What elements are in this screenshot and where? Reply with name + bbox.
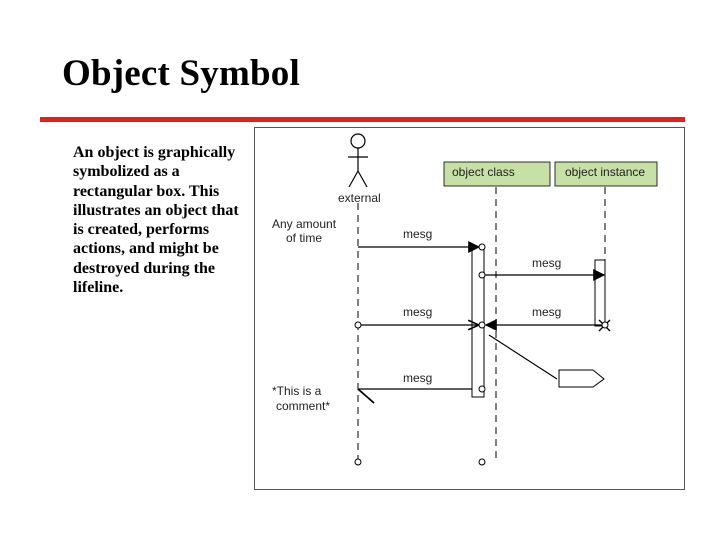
object-class-box bbox=[443, 161, 551, 187]
diagram-frame bbox=[254, 127, 685, 490]
message-endpoint bbox=[354, 321, 362, 329]
message-endpoint bbox=[601, 321, 609, 329]
message-label-2: mesg bbox=[532, 256, 561, 270]
message-label-4: mesg bbox=[532, 305, 561, 319]
message-arrow-5-tail bbox=[357, 388, 375, 404]
message-label-1: mesg bbox=[403, 227, 432, 241]
create-object-arrow bbox=[488, 334, 558, 380]
message-endpoint bbox=[478, 385, 486, 393]
message-endpoint bbox=[478, 271, 486, 279]
note-any-amount-line2: of time bbox=[286, 231, 322, 245]
message-label-3: mesg bbox=[403, 305, 432, 319]
object-instance-label: object instance bbox=[565, 165, 645, 179]
slide-body-text: An object is graphically symbolized as a… bbox=[73, 144, 239, 297]
message-endpoint bbox=[478, 243, 486, 251]
object-class-label: object class bbox=[452, 165, 515, 179]
created-object-box bbox=[558, 369, 605, 388]
actor-label: external bbox=[338, 191, 381, 205]
note-comment-line1: *This is a bbox=[272, 384, 322, 398]
title-divider bbox=[40, 117, 685, 122]
actor-figure bbox=[348, 133, 368, 188]
object-instance-box bbox=[554, 161, 658, 187]
message-label-5: mesg bbox=[403, 371, 432, 385]
activation-bar-instance bbox=[594, 259, 606, 327]
lifeline-end-marker bbox=[478, 458, 486, 466]
sequence-diagram: external object class object instance An… bbox=[254, 127, 685, 490]
message-endpoint bbox=[478, 321, 486, 329]
lifeline-end-marker bbox=[354, 458, 362, 466]
slide-title: Object Symbol bbox=[62, 53, 300, 94]
actor-head bbox=[350, 133, 366, 149]
note-any-amount-line1: Any amount bbox=[272, 217, 337, 231]
note-comment-line2: comment* bbox=[276, 399, 330, 413]
